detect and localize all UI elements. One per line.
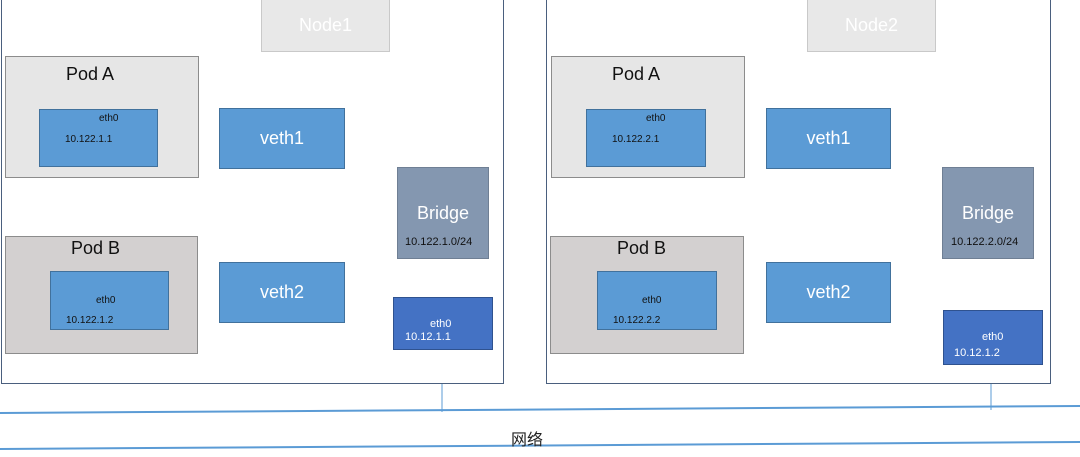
node1-bridge-title: Bridge: [417, 203, 470, 223]
node2-bridge-subnet: 10.122.2.0/24: [951, 236, 1019, 248]
node2-host-nic-ip: 10.12.1.2: [954, 347, 1000, 359]
node2-pod-b-ip: 10.122.2.2: [613, 315, 661, 326]
node2-pod-b-eth0-label: eth0: [642, 295, 662, 306]
network-line-top: [0, 405, 1080, 414]
node2-pod-a-ip: 10.122.2.1: [612, 134, 660, 145]
node2-veth2: veth2: [766, 262, 891, 323]
node2-pod-b-title: Pod B: [617, 238, 667, 258]
node1-pod-b-eth0: [50, 271, 169, 330]
network-line-bottom: [0, 441, 1080, 450]
node2-host-nic: [943, 310, 1043, 365]
node1-host-nic: [393, 297, 493, 350]
node1-pod-a-eth0: [39, 109, 158, 167]
node1-pod-b-eth0-label: eth0: [96, 295, 116, 306]
node1-bridge-subnet: 10.122.1.0/24: [405, 236, 473, 248]
node1-veth1: veth1: [219, 108, 345, 169]
node2-bridge: [942, 167, 1034, 259]
network-label: 网络: [511, 432, 544, 449]
node1-pod-b-title: Pod B: [71, 238, 121, 258]
node2-pod-a-title: Pod A: [612, 64, 661, 84]
node1-pod-b-ip: 10.122.1.2: [66, 315, 114, 326]
node2-bridge-title: Bridge: [962, 203, 1015, 223]
node2-veth1: veth1: [766, 108, 891, 169]
node1-label: Node1: [261, 0, 390, 52]
node1-bridge: [397, 167, 489, 259]
node2-label: Node2: [807, 0, 936, 52]
node1-host-nic-ip: 10.12.1.1: [405, 331, 451, 343]
node1-pod-a-title: Pod A: [66, 64, 115, 84]
node1-pod-a-ip: 10.122.1.1: [65, 134, 113, 145]
node1-host-nic-label: eth0: [430, 318, 452, 330]
node2-host-nic-label: eth0: [982, 331, 1004, 343]
node2-pod-b-eth0: [597, 271, 717, 330]
node2-pod-a-eth0-label: eth0: [646, 113, 666, 124]
node2-pod-a-eth0: [586, 109, 706, 167]
node1-veth2: veth2: [219, 262, 345, 323]
node1-pod-a-eth0-label: eth0: [99, 113, 119, 124]
